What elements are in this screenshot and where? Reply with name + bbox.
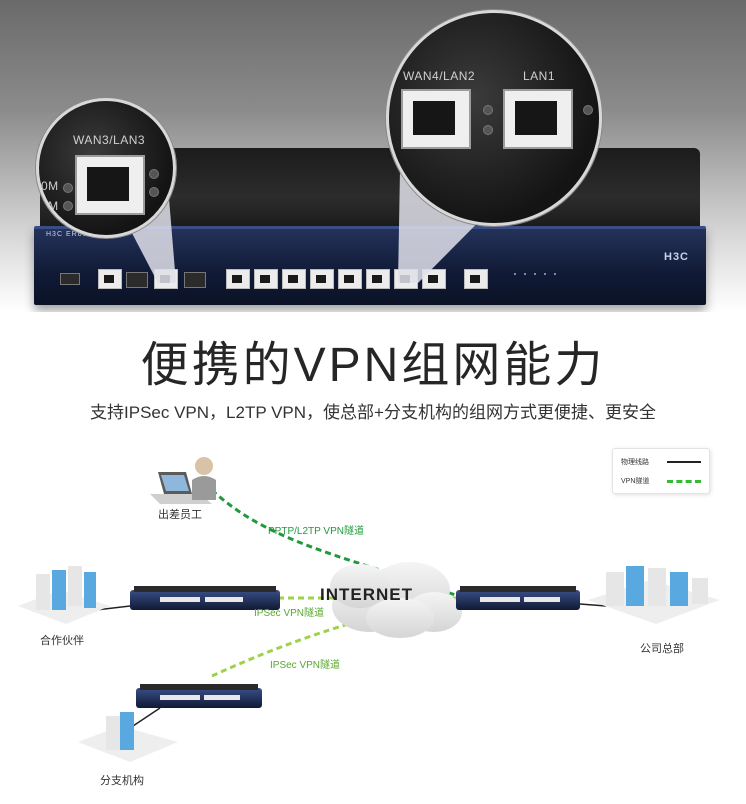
zoom-label-wan4: WAN4/LAN2 — [403, 69, 476, 83]
port-console — [464, 269, 488, 289]
port-lan — [338, 269, 362, 289]
legend-solid-line-icon — [667, 461, 701, 463]
network-diagram — [18, 457, 720, 762]
tunnel-branch-hq — [211, 598, 457, 678]
port-lan1 — [422, 269, 446, 289]
page-title: 便携的VPN组网能力 — [140, 339, 606, 392]
led-icon — [483, 125, 493, 135]
router-partner — [130, 586, 280, 610]
node-label-hq: 公司总部 — [640, 643, 684, 655]
node-label-traveler: 出差员工 — [158, 509, 202, 521]
rj45-socket — [413, 101, 455, 135]
zoom-side-mark: 0M — [41, 199, 59, 213]
router-branch — [136, 684, 262, 708]
tunnel-label-branch: IPSec VPN隧道 — [270, 660, 341, 671]
zoom-side-mark: 0M — [41, 179, 59, 193]
sfp-port-2 — [184, 272, 206, 288]
node-label-partner: 合作伙伴 — [40, 635, 84, 647]
sfp-port-1 — [126, 272, 148, 288]
led-icon — [149, 169, 159, 179]
node-label-branch: 分支机构 — [100, 775, 144, 787]
rj45-socket — [515, 101, 557, 135]
building-icon-partner — [18, 566, 110, 624]
zoom-circle-lan: WAN4/LAN2 LAN1 — [386, 10, 602, 226]
legend-dashed-line-icon — [667, 480, 701, 483]
router-brand-logo: H3C — [664, 251, 690, 263]
diagram-legend: 物理线路 VPN隧道 — [612, 448, 710, 494]
led-icon — [583, 105, 593, 115]
zoom-label-lan1: LAN1 — [523, 69, 556, 83]
router-model-label: H3C ER8300G2 — [46, 231, 109, 238]
internet-cloud — [330, 562, 462, 638]
product-photo: H3C H3C ER8300G2 WAN3/LAN3 0M 0M — [0, 0, 746, 312]
building-icon-branch — [78, 712, 178, 762]
rj45-port-icon — [401, 89, 471, 149]
status-led — [544, 273, 546, 275]
legend-label-physical: 物理线路 — [621, 459, 649, 466]
status-led — [514, 273, 516, 275]
port-lan — [226, 269, 250, 289]
led-icon — [149, 187, 159, 197]
port-lan — [310, 269, 334, 289]
zoom-circle-wan3: WAN3/LAN3 0M 0M — [36, 98, 176, 238]
physical-line — [129, 707, 161, 729]
status-led — [534, 273, 536, 275]
led-icon — [63, 183, 73, 193]
port-lan — [282, 269, 306, 289]
building-icon-hq — [588, 566, 720, 624]
status-led — [524, 273, 526, 275]
router-hq — [456, 586, 580, 610]
laptop-user-icon — [150, 457, 216, 504]
port-wan1 — [98, 269, 122, 289]
page-subtitle: 支持IPSec VPN，L2TP VPN，使总部+分支机构的组网方式更便捷、更安… — [90, 403, 656, 422]
rj45-port-icon — [503, 89, 573, 149]
zoom-label-wan3: WAN3/LAN3 — [73, 133, 146, 147]
port-lan — [254, 269, 278, 289]
tunnel-label-traveler: PPTP/L2TP VPN隧道 — [268, 526, 364, 537]
rj45-socket — [87, 167, 129, 201]
led-icon — [63, 201, 73, 211]
legend-label-vpn: VPN隧道 — [621, 478, 650, 485]
internet-label: INTERNET — [320, 585, 413, 604]
usb-port — [60, 273, 80, 285]
tunnel-label-partner: IPSec VPN隧道 — [254, 608, 325, 619]
port-lan — [366, 269, 390, 289]
physical-line — [579, 603, 607, 607]
rj45-port-icon — [75, 155, 145, 215]
status-led — [554, 273, 556, 275]
led-icon — [483, 105, 493, 115]
